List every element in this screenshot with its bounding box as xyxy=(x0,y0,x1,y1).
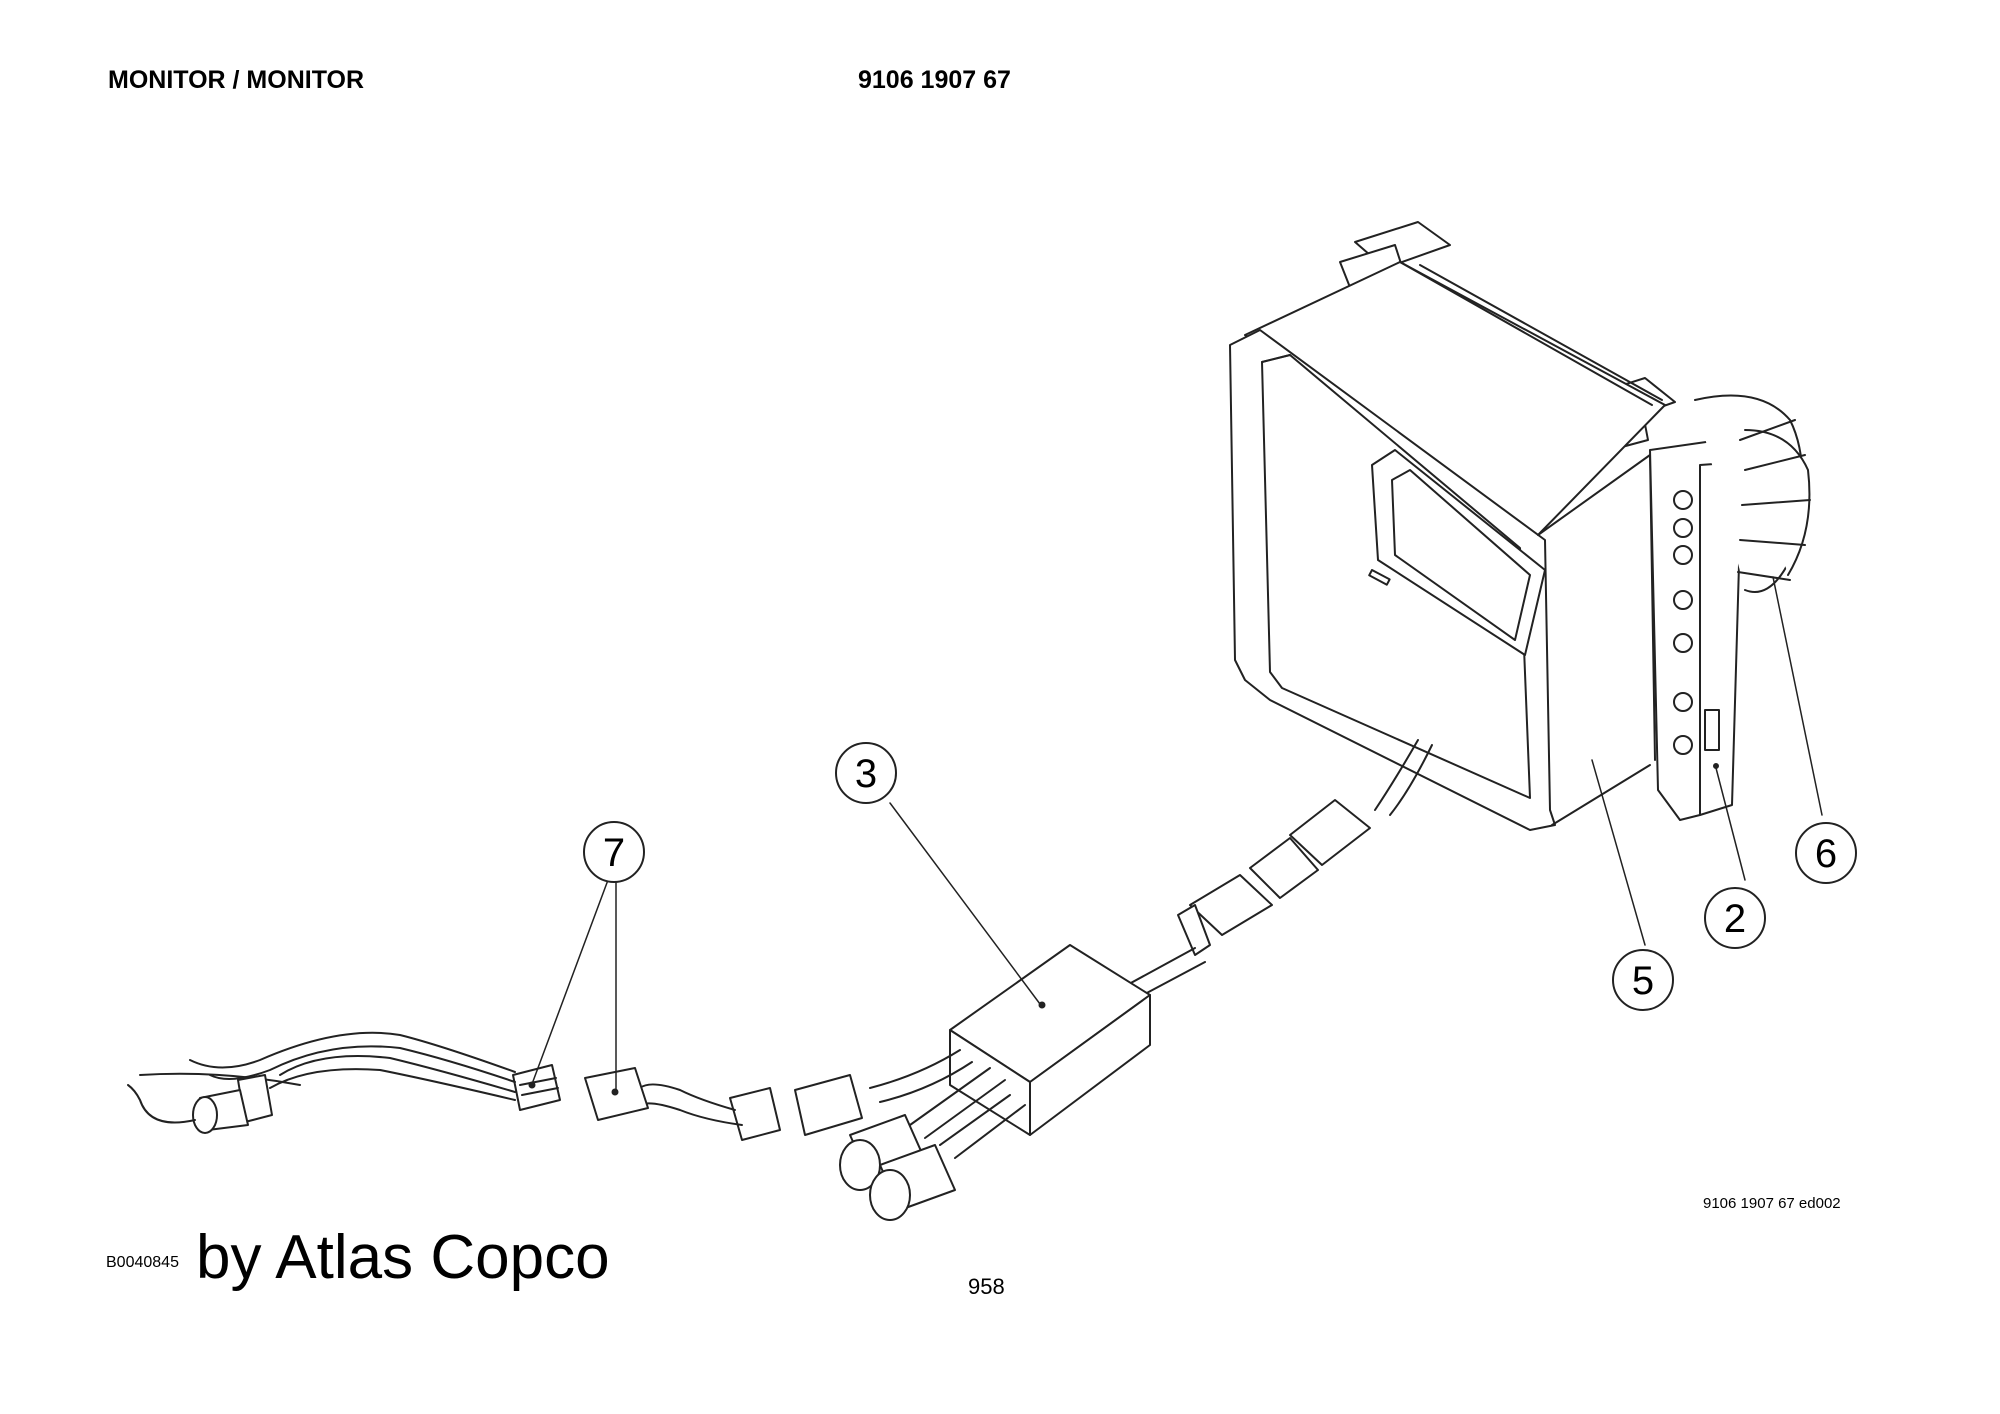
callout-label-6: 6 xyxy=(1815,832,1837,876)
connector-cable xyxy=(584,1049,973,1141)
leader-lines xyxy=(531,576,1823,1091)
callout-circle-2 xyxy=(1704,887,1766,949)
callout-circle-7 xyxy=(583,821,645,883)
monitor-sun-hood xyxy=(1229,261,1666,831)
document-id: B0040845 xyxy=(106,1254,179,1271)
callout-circle-6 xyxy=(1795,822,1857,884)
callout-label-3: 3 xyxy=(855,752,877,796)
callout-circle-5 xyxy=(1612,949,1674,1011)
monitor-screen xyxy=(1368,449,1546,656)
monitor-cable xyxy=(1117,739,1433,1004)
callouts xyxy=(583,742,1857,1011)
callout-circle-3 xyxy=(835,742,897,804)
callout-label-2: 2 xyxy=(1724,897,1746,941)
callout-label-7: 7 xyxy=(603,831,625,875)
junction-box xyxy=(949,944,1151,1136)
brand-text: by Atlas Copco xyxy=(196,1223,610,1292)
drawing-id: 9106 1907 67 ed002 xyxy=(1703,1195,1841,1212)
barrel-plug-cables xyxy=(839,1067,1026,1221)
part-number: 9106 1907 67 xyxy=(858,66,1011,94)
monitor-mount-knob xyxy=(1694,394,1811,593)
monitor-control-panel xyxy=(1649,439,1743,821)
page-title: MONITOR / MONITOR xyxy=(108,66,365,94)
callout-label-5: 5 xyxy=(1632,959,1654,1003)
page-number: 958 xyxy=(968,1274,1005,1299)
wire-harness-connector xyxy=(127,1031,561,1134)
